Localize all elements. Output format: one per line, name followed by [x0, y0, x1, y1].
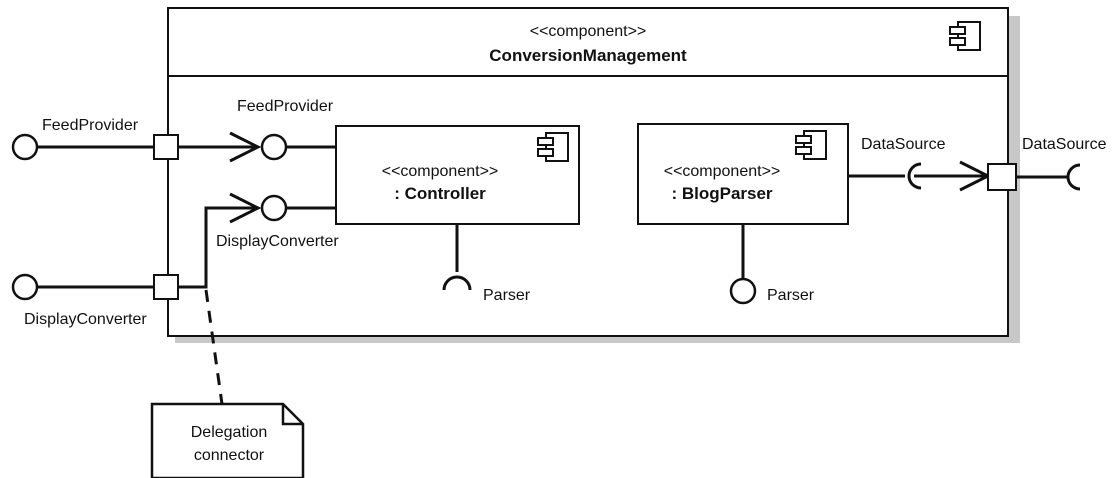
feed-provider-outer-label: FeedProvider — [42, 117, 139, 134]
conversion-management-component: <<component>> ConversionManagement — [167, 7, 1020, 343]
feed-provider-port — [153, 134, 179, 160]
note-anchor-line — [204, 289, 224, 405]
provided-interface-ball — [11, 273, 39, 301]
note-text-line2: connector — [194, 447, 265, 464]
display-converter-outer-interface: DisplayConverter — [11, 273, 154, 328]
outer-stereotype: <<component>> — [530, 23, 647, 40]
controller-stereotype: <<component>> — [382, 163, 499, 180]
controller-parser-label: Parser — [483, 287, 531, 304]
display-converter-delegation: DisplayConverter — [178, 192, 339, 289]
controller-name: : Controller — [394, 184, 486, 203]
data-source-outer-interface: DataSource — [1016, 136, 1107, 191]
blogparser-parser-label: Parser — [767, 287, 815, 304]
provided-interface-ball — [729, 277, 757, 305]
delegation-connector-note: Delegation connector — [150, 402, 305, 478]
feed-provider-outer-interface: FeedProvider — [11, 117, 154, 161]
blogparser-stereotype: <<component>> — [664, 163, 781, 180]
feed-provider-inner-ball — [260, 133, 288, 161]
required-interface-socket — [907, 162, 922, 190]
data-source-port — [987, 163, 1017, 191]
feed-provider-inner-label: FeedProvider — [237, 98, 334, 115]
note-fold — [281, 404, 303, 426]
data-source-outer-label: DataSource — [1022, 136, 1107, 153]
display-converter-inner-ball — [260, 194, 288, 222]
blogparser-parser-provided: Parser — [729, 224, 815, 305]
display-converter-outer-label: DisplayConverter — [24, 311, 147, 328]
controller-parser-required: Parser — [442, 224, 531, 304]
required-interface-socket — [1066, 163, 1081, 191]
provided-interface-ball — [11, 133, 39, 161]
component-body — [167, 7, 1009, 337]
feed-provider-delegation: FeedProvider — [178, 98, 336, 163]
required-interface-socket — [442, 275, 472, 291]
blogparser-component: <<component>> : BlogParser — [637, 123, 849, 225]
controller-component: <<component>> : Controller — [335, 125, 580, 225]
delegation-line — [178, 206, 258, 289]
data-source-inner-label: DataSource — [861, 136, 946, 153]
note-text-line1: Delegation — [191, 424, 268, 441]
note-body — [150, 402, 305, 478]
blogparser-name: : BlogParser — [671, 184, 772, 203]
display-converter-port — [153, 274, 179, 300]
arrowhead — [229, 192, 262, 224]
outer-component-name: ConversionManagement — [489, 46, 687, 65]
arrowhead — [229, 131, 262, 163]
display-converter-inner-label: DisplayConverter — [216, 233, 339, 250]
